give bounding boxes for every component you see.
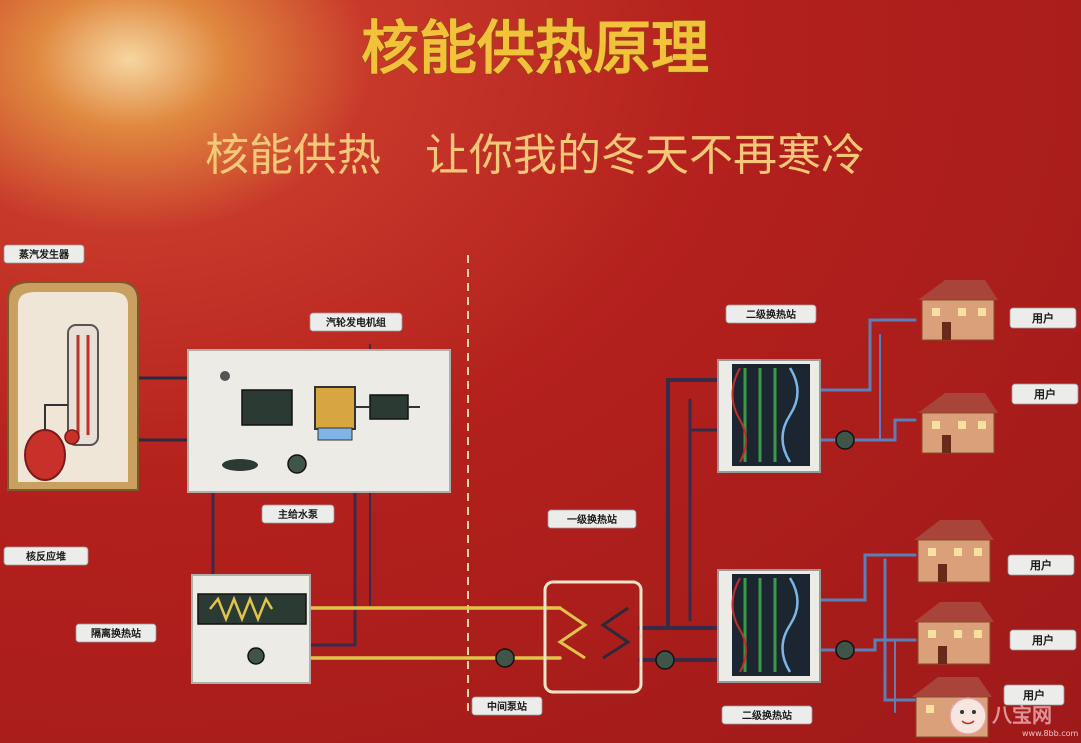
page-title: 核能供热原理: [361, 14, 709, 82]
watermark-logo-icon: [949, 697, 987, 735]
isolation-station: [191, 574, 311, 684]
label-secondary-station-top: 二级换热站: [725, 304, 817, 324]
user-label-1: 用户: [1009, 307, 1077, 329]
label-intermediate-station: 中间泵站: [471, 696, 543, 716]
house-1: [918, 280, 998, 341]
user-label-5: 用户: [1003, 684, 1065, 706]
label-main-pump: 主给水泵: [261, 504, 335, 524]
svg-text:二级换热站: 二级换热站: [742, 709, 792, 722]
watermark-text: 八宝网: [992, 703, 1052, 727]
secondary-station-bottom: [717, 569, 855, 683]
svg-text:主给水泵: 主给水泵: [278, 508, 319, 521]
house-2: [918, 393, 998, 454]
house-4: [914, 602, 994, 665]
feed-pump: [287, 454, 307, 474]
svg-text:用户: 用户: [1032, 633, 1054, 647]
label-isolation-station: 隔离换热站: [75, 623, 157, 643]
svg-text:隔离换热站: 隔离换热站: [91, 627, 141, 640]
watermark: 八宝网 www.8bb.com: [949, 697, 1079, 738]
svg-text:中间泵站: 中间泵站: [487, 700, 527, 713]
svg-text:核反应堆: 核反应堆: [26, 550, 66, 563]
svg-text:用户: 用户: [1032, 311, 1054, 325]
user-label-4: 用户: [1009, 629, 1077, 651]
user-label-2: 用户: [1011, 383, 1079, 405]
condenser: [222, 459, 258, 471]
label-turbine-generator: 汽轮发电机组: [309, 312, 403, 332]
reactor-building: [7, 281, 139, 491]
svg-text:汽轮发电机组: 汽轮发电机组: [326, 316, 386, 329]
primary-station: [543, 580, 675, 694]
house-3: [914, 520, 994, 583]
svg-text:蒸汽发生器: 蒸汽发生器: [19, 248, 70, 261]
label-reactor: 核反应堆: [3, 546, 89, 566]
svg-text:用户: 用户: [1023, 688, 1045, 702]
label-steam-generator: 蒸汽发生器: [3, 244, 85, 264]
secondary-station-top: [717, 359, 855, 473]
watermark-url: www.8bb.com: [1022, 729, 1079, 738]
svg-text:一级换热站: 一级换热站: [567, 513, 617, 526]
svg-text:二级换热站: 二级换热站: [746, 308, 796, 321]
generator: [314, 386, 356, 430]
svg-text:用户: 用户: [1030, 558, 1052, 572]
page-subtitle: 核能供热 让你我的冬天不再寒冷: [205, 130, 865, 181]
turbine: [241, 389, 293, 426]
label-primary-station: 一级换热站: [547, 509, 637, 529]
svg-text:用户: 用户: [1034, 387, 1056, 401]
reactor-vessel: [24, 429, 66, 481]
intermediate-pump: [495, 648, 515, 668]
user-label-3: 用户: [1007, 554, 1075, 576]
exciter: [369, 394, 409, 420]
label-secondary-station-bottom: 二级换热站: [721, 705, 813, 725]
turbine-building: [187, 349, 451, 493]
